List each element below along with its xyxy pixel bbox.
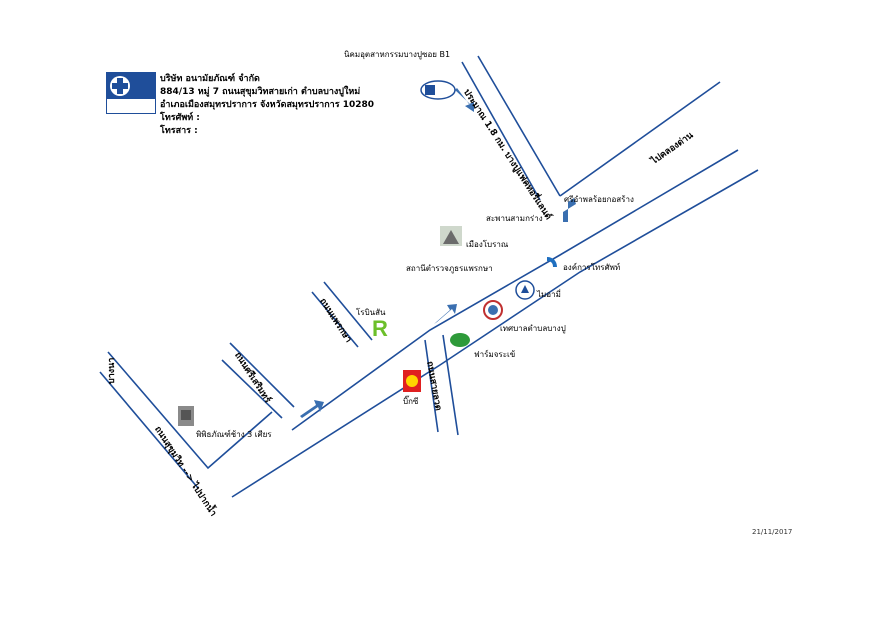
landmark-elephant-museum: พิพิธภัณฑ์ช้าง 3 เศียร [196, 430, 272, 439]
miami-logo-icon [515, 280, 535, 304]
landmark-miami: ไมอามี่ [537, 290, 561, 299]
company-name: บริษัท อนามัยภัณฑ์ จำกัด [160, 74, 260, 84]
company-fax: โทรสาร : [160, 126, 198, 136]
landmark-bridge: สะพานสามกร่าง [486, 214, 543, 223]
road-srisermsin [229, 342, 295, 408]
elephant-museum-icon [178, 406, 194, 430]
road-bangna-upper [107, 351, 273, 470]
road-srisermsin-2 [221, 359, 283, 419]
company-marker-logo [420, 80, 456, 104]
company-address-line2: อำเภอเมืองสมุทรปราการ จังหวัดสมุทรปราการ… [160, 100, 375, 110]
telephone-logo-icon [545, 254, 559, 273]
landmark-robinson: โรบินสัน [356, 308, 386, 317]
road-praeksa-left [311, 291, 359, 348]
road-saitawat-right [442, 334, 459, 436]
company-info: บริษัท อนามัยภัณฑ์ จำกัด 884/13 หมู่ 7 ถ… [160, 73, 374, 138]
landmark-ancient-city: เมืองโบราณ [466, 240, 509, 249]
road-industrial-left [461, 61, 541, 201]
landmark-crocodile-farm: ฟาร์มจระเข้ [474, 350, 516, 359]
crocodile-farm-icon [448, 328, 472, 354]
direction-arrow [563, 198, 576, 222]
landmark-telephone: องค์การโทรศัพท์ [563, 263, 621, 272]
company-address-line1: 884/13 หมู่ 7 ถนนสุขุมวิทสายเก่า ตำบลบาง… [160, 87, 361, 97]
road-bangna-lower [99, 371, 199, 489]
landmark-shop: ศรีอำพลร้อยกอสร้าง [564, 195, 634, 204]
municipal-seal-icon [483, 300, 503, 324]
landmark-police: สถานีตำรวจภูธรแพรกษา [406, 264, 493, 273]
bigc-logo-icon [403, 370, 421, 396]
road-praeksa-right [323, 281, 373, 341]
direction-arrow [455, 88, 474, 112]
direction-arrow [434, 304, 457, 324]
ancient-city-icon [440, 226, 462, 250]
svg-text:R: R [372, 318, 388, 340]
landmark-bigc: บิ๊กซี [403, 397, 419, 406]
road-industrial-right [477, 55, 561, 197]
road-saitawat-left [424, 339, 439, 433]
map-title: นิคมอุตสาหกรรมบางปูซอย B1 [344, 50, 451, 59]
company-phone: โทรศัพท์ : [160, 113, 200, 123]
road-label-bangna: บางนา [107, 357, 117, 384]
road-sukhumvit-lower [231, 169, 759, 498]
road-upper-diagonal [559, 81, 721, 197]
date-stamp: 21/11/2017 [752, 528, 793, 536]
company-logo [106, 72, 156, 114]
robinson-logo-icon: R [370, 316, 396, 344]
landmark-municipal: เทศบาลตำบลบางปู [500, 324, 566, 333]
direction-arrow [300, 400, 324, 418]
road-sukhumvit-upper [291, 149, 739, 431]
